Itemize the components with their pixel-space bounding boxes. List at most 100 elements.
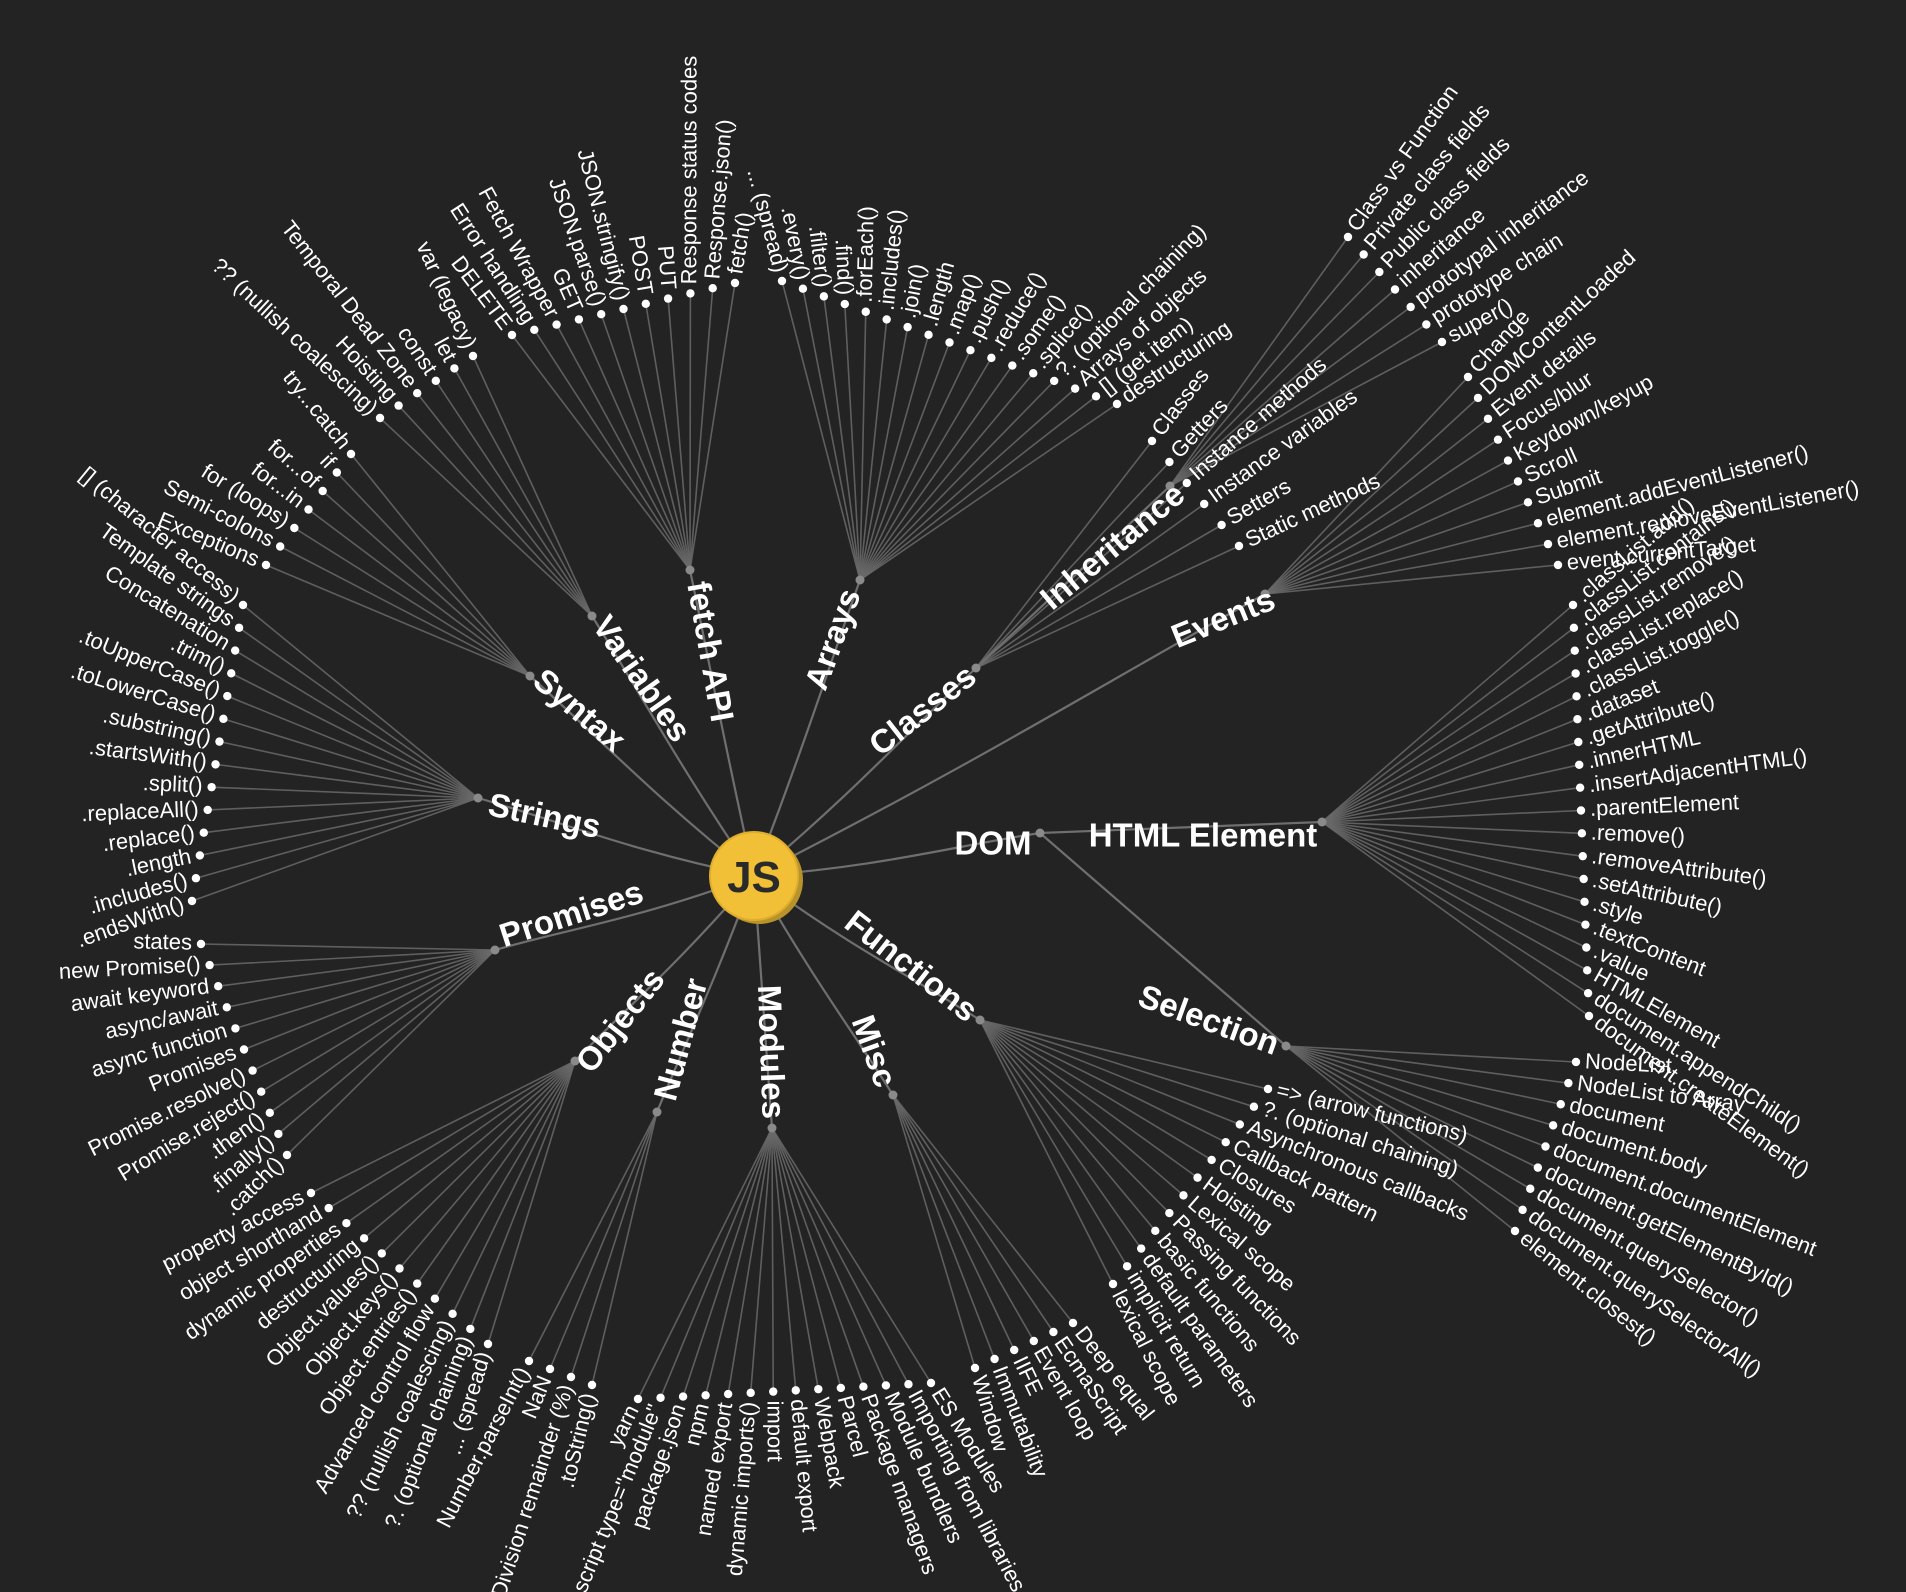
leaf-dot xyxy=(686,289,695,298)
leaf-dot xyxy=(324,1203,333,1213)
leaf-dot xyxy=(859,1382,868,1391)
edge-objects-dynamic-properties xyxy=(345,1060,576,1224)
leaf-dot xyxy=(450,364,459,373)
edge-classes-getters xyxy=(975,461,1170,669)
edge-selection-document xyxy=(1285,1045,1561,1106)
edge-to-selection xyxy=(1039,832,1287,1047)
edge-functions-implicit-return xyxy=(979,1019,1128,1267)
edge-syntax-for-of xyxy=(322,490,531,677)
leaf-node[interactable]: PUT xyxy=(653,245,682,303)
hub-dot-arrays xyxy=(855,575,865,585)
edge-objects-advanced-control-flow xyxy=(434,1060,576,1300)
hub-dot-strings xyxy=(473,793,483,803)
leaf-dot xyxy=(1569,623,1579,633)
leaf-node[interactable]: .forEach() xyxy=(852,206,879,316)
edge-inheritance-super xyxy=(1169,341,1443,487)
edge-strings-touppercase xyxy=(227,695,479,799)
center-node-circle xyxy=(709,831,799,921)
leaf-dot xyxy=(1572,692,1581,701)
leaf-dot xyxy=(1493,435,1503,444)
leaf-label: .find() xyxy=(830,238,858,296)
edge-promises-await-keyword xyxy=(218,949,496,987)
leaf-dot xyxy=(1581,920,1590,929)
edge-number-tostring xyxy=(591,1111,658,1386)
edge-events-submit xyxy=(1264,501,1529,595)
leaf-dot xyxy=(814,1384,823,1394)
leaf-dot xyxy=(1200,499,1209,509)
leaf-dot xyxy=(840,299,850,309)
edge-variables-var-legacy xyxy=(472,355,593,617)
leaf-dot xyxy=(203,805,212,815)
edge-selection-document-queryselectorall xyxy=(1285,1045,1524,1211)
edge-strings-replaceall xyxy=(207,797,479,811)
edge-strings-replace xyxy=(203,797,479,834)
leaf-dot xyxy=(274,1129,283,1139)
edge-arrays-get-item xyxy=(859,395,1097,581)
leaf-dot xyxy=(1029,369,1038,378)
leaf-dot xyxy=(881,1381,891,1390)
edge-html-element-setattribute xyxy=(1321,821,1584,880)
leaf-node[interactable]: import xyxy=(762,1387,788,1462)
edge-variables-nullish-coalescing xyxy=(379,417,593,617)
leaf-dot xyxy=(746,1388,755,1398)
leaf-dot xyxy=(1217,520,1226,530)
leaf-dot xyxy=(552,320,561,329)
leaf-dot xyxy=(359,1234,369,1243)
leaf-node[interactable]: .split() xyxy=(142,770,216,798)
edge-functions-callback-pattern xyxy=(979,1019,1227,1143)
leaf-dot xyxy=(248,1066,257,1075)
leaf-dot xyxy=(1147,436,1157,446)
leaf-node[interactable]: NodeList xyxy=(1571,1048,1673,1078)
leaf-dot xyxy=(219,714,228,724)
branch-label-html-element[interactable]: HTML Element xyxy=(1089,817,1318,854)
leaf-node[interactable]: states xyxy=(133,928,206,955)
edge-modules-importing-from-libraries xyxy=(771,1127,910,1385)
edge-html-element-classlist-add xyxy=(1321,604,1574,823)
leaf-dot xyxy=(1553,560,1563,570)
edge-strings-trim xyxy=(230,672,479,799)
leaf-dot xyxy=(214,982,223,991)
edge-variables-temporal-dead-zone xyxy=(416,392,593,617)
edge-to-classes xyxy=(753,667,977,877)
leaf-dot xyxy=(530,325,539,334)
leaf-dot xyxy=(633,1394,643,1404)
center-node[interactable]: JS xyxy=(709,831,803,924)
edge-objects-spread xyxy=(487,1060,576,1345)
leaf-dot xyxy=(1108,1279,1118,1289)
edge-html-element-document-appendchild xyxy=(1321,821,1589,994)
leaf-dot xyxy=(1029,1336,1039,1346)
leaf-dot xyxy=(990,1354,999,1364)
edge-html-element-remove xyxy=(1321,821,1582,835)
leaf-dot xyxy=(346,449,356,459)
leaf-node[interactable]: .find() xyxy=(830,238,858,309)
leaf-node[interactable]: .remove() xyxy=(1577,820,1686,849)
leaf-dot xyxy=(431,376,440,385)
edge-objects-object-keys xyxy=(398,1060,576,1270)
edge-functions-lexical-scope xyxy=(979,1019,1184,1196)
leaf-label: PUT xyxy=(653,245,681,291)
leaf-label: NodeList xyxy=(1584,1048,1672,1078)
branch-label-dom[interactable]: DOM xyxy=(955,825,1032,862)
edge-selection-nodelist xyxy=(1285,1045,1577,1063)
edge-classes-static-methods xyxy=(975,545,1240,669)
edge-number-number-parseint xyxy=(528,1111,658,1362)
branch-label-modules[interactable]: Modules xyxy=(751,984,793,1119)
edge-objects-property-access xyxy=(310,1060,576,1194)
leaf-label: .forEach() xyxy=(852,206,879,303)
edge-modules-import xyxy=(771,1127,775,1392)
edge-selection-document-documentelement xyxy=(1285,1045,1546,1148)
hub-dot-inheritance xyxy=(1165,481,1175,491)
leaf-dot xyxy=(1122,1262,1132,1271)
edge-fetch-api-post xyxy=(645,303,691,571)
leaf-label: .replaceAll() xyxy=(81,796,199,826)
leaf-dot xyxy=(1249,1102,1259,1111)
leaf-dot xyxy=(1523,498,1533,507)
leaf-node[interactable]: .replaceAll() xyxy=(81,796,212,826)
leaf-dot xyxy=(1578,851,1587,861)
leaf-dot xyxy=(819,292,829,301)
hub-dot-html-element xyxy=(1317,817,1327,827)
leaf-dot xyxy=(1570,646,1579,655)
leaf-node[interactable]: Response status codes xyxy=(676,56,702,298)
leaf-dot xyxy=(1179,1191,1188,1200)
hub-dot-promises xyxy=(490,945,500,955)
